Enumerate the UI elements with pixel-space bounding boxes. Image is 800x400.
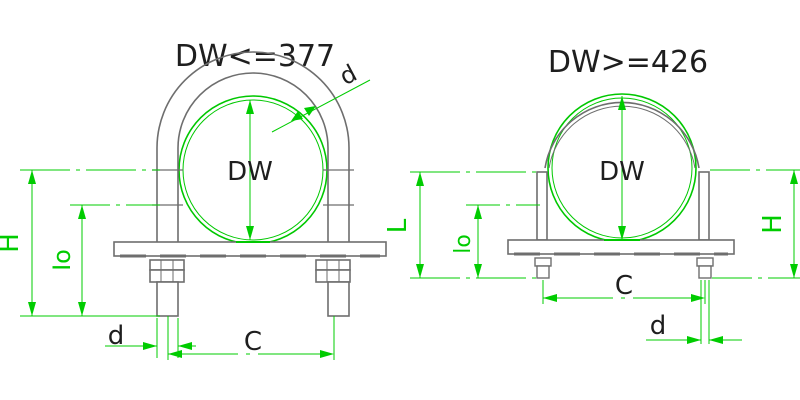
right-lo-label: lo	[451, 234, 476, 254]
left-ubolt-outer	[156, 51, 350, 242]
left-c-label: C	[244, 327, 262, 357]
right-lug-right	[698, 171, 710, 241]
right-lo-dimension	[466, 204, 540, 278]
left-base-plate	[113, 241, 387, 257]
left-dw-label: DW	[227, 157, 273, 187]
left-c-dimension	[167, 316, 335, 360]
right-d-label: d	[650, 311, 667, 341]
right-nut-2	[696, 257, 714, 267]
right-l-label: L	[383, 218, 413, 233]
left-dw-dimension	[246, 100, 254, 240]
right-lug-left	[536, 171, 548, 241]
right-clamp-assembly: DW>=426 DW	[383, 45, 800, 344]
right-dw-dimension	[618, 96, 626, 240]
left-io-dimension	[70, 204, 160, 317]
right-c-dimension	[542, 280, 706, 304]
right-title: DW>=426	[548, 45, 708, 80]
left-ubolt-inner	[177, 72, 329, 242]
right-h-dimension	[710, 169, 800, 279]
left-nut-2	[315, 259, 351, 271]
right-nut-1	[534, 257, 552, 267]
right-dw-label: DW	[599, 157, 645, 187]
right-d-dimension	[646, 280, 742, 344]
left-clamp-assembly: DW<=377 DW	[0, 39, 387, 360]
left-title: DW<=377	[175, 39, 335, 74]
left-h-label: H	[0, 233, 25, 253]
right-base-plate	[507, 239, 735, 255]
left-d-bottom-label: d	[108, 321, 125, 351]
right-l-dimension	[410, 171, 540, 279]
right-h-label: H	[758, 214, 788, 234]
left-io-label: Io	[48, 249, 76, 271]
right-c-label: C	[615, 271, 633, 301]
left-h-dimension	[20, 169, 160, 317]
left-bolt-end-2	[327, 281, 350, 317]
left-bolt-end-1	[156, 281, 179, 317]
left-nut-1	[149, 259, 185, 271]
left-d-top-dimension	[271, 79, 371, 133]
